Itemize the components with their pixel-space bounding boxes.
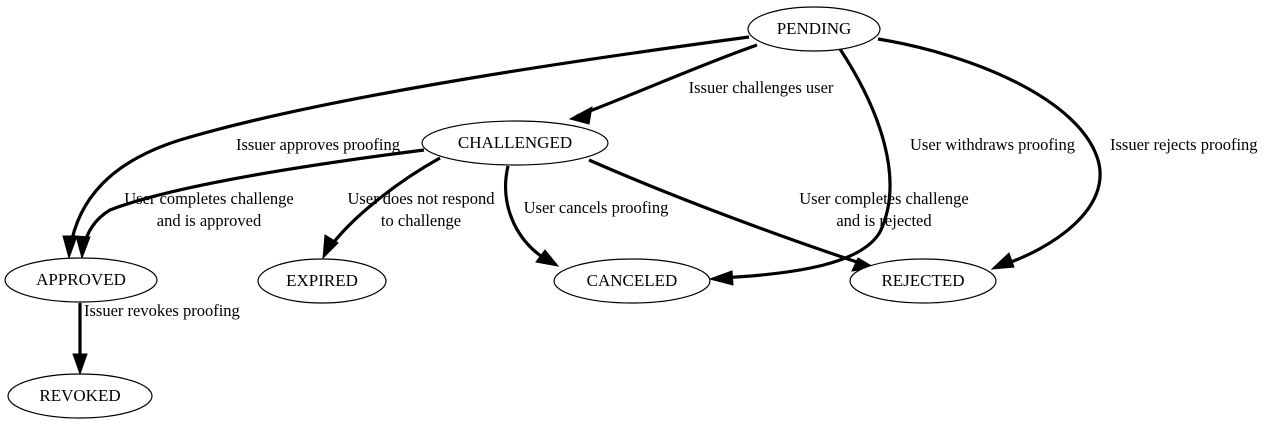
node-rejected[interactable]: REJECTED — [849, 258, 997, 304]
edge-pending-canceled[interactable] — [708, 48, 892, 286]
edge-path-pending-canceled — [718, 48, 892, 280]
edge-label-user-completes-challenge-approved: User completes challenge and is approved — [124, 189, 294, 230]
edge-path-challenged-rejected — [588, 158, 867, 267]
svg-text:User completes challenge: User completes challenge — [799, 189, 969, 208]
edge-challenged-canceled[interactable] — [504, 165, 560, 267]
node-expired-ellipse — [257, 258, 387, 304]
node-rejected-label: REJECTED — [881, 271, 964, 290]
node-expired[interactable]: EXPIRED — [257, 258, 387, 304]
nodes-layer: PENDING CHALLENGED APPROVED EXPIRED CANC… — [4, 6, 997, 419]
svg-text:and is approved: and is approved — [157, 211, 262, 230]
edge-path-challenged-canceled — [504, 165, 551, 264]
edge-path-pending-rejected — [877, 37, 1102, 268]
arrowhead-pending-challenged — [568, 106, 593, 125]
edge-challenged-expired[interactable] — [322, 156, 441, 260]
node-revoked-ellipse — [7, 373, 153, 419]
node-challenged-label: CHALLENGED — [458, 133, 572, 152]
node-challenged-ellipse — [421, 120, 609, 166]
svg-text:to challenge: to challenge — [381, 211, 461, 230]
node-approved-label: APPROVED — [36, 270, 126, 289]
node-pending[interactable]: PENDING — [747, 6, 881, 52]
node-canceled-ellipse — [553, 258, 711, 304]
arrowhead-pending-rejected — [990, 252, 1015, 270]
node-pending-ellipse — [747, 6, 881, 52]
edge-label-user-does-not-respond: User does not respond to challenge — [347, 189, 495, 230]
arrowhead-challenged-expired — [322, 234, 339, 260]
arrowhead-pending-approved — [62, 235, 78, 260]
node-revoked[interactable]: REVOKED — [7, 373, 153, 419]
node-approved[interactable]: APPROVED — [4, 257, 158, 303]
edges-layer — [62, 35, 1102, 376]
node-revoked-label: REVOKED — [39, 386, 120, 405]
edge-label-user-cancels-proofing: User cancels proofing — [524, 198, 669, 217]
svg-text:User completes challenge: User completes challenge — [124, 189, 294, 208]
svg-text:User does not respond: User does not respond — [347, 189, 495, 208]
node-rejected-ellipse — [849, 258, 997, 304]
node-challenged[interactable]: CHALLENGED — [421, 120, 609, 166]
edge-challenged-approved[interactable] — [75, 148, 425, 260]
node-canceled-label: CANCELED — [587, 271, 678, 290]
node-canceled[interactable]: CANCELED — [553, 258, 711, 304]
edge-label-user-completes-challenge-rejected: User completes challenge and is rejected — [799, 189, 969, 230]
edge-label-issuer-rejects-proofing: Issuer rejects proofing — [1110, 135, 1258, 154]
arrowhead-challenged-canceled — [535, 249, 560, 267]
arrowhead-approved-revoked — [72, 353, 88, 376]
node-pending-label: PENDING — [777, 19, 852, 38]
edge-path-challenged-approved — [81, 148, 425, 250]
edge-label-issuer-approves-proofing: Issuer approves proofing — [236, 135, 400, 154]
arrowhead-pending-canceled — [708, 270, 734, 286]
node-approved-ellipse — [4, 257, 158, 303]
edge-path-pending-challenged — [576, 43, 758, 118]
node-expired-label: EXPIRED — [286, 271, 358, 290]
edge-label-user-withdraws-proofing: User withdraws proofing — [910, 135, 1075, 154]
edge-path-pending-approved — [68, 35, 750, 250]
arrowhead-challenged-approved — [75, 235, 91, 260]
edge-path-challenged-expired — [326, 156, 441, 251]
edge-label-issuer-challenges-user: Issuer challenges user — [689, 78, 834, 97]
edge-pending-challenged[interactable] — [568, 43, 758, 125]
edge-pending-rejected[interactable] — [877, 37, 1102, 270]
edge-label-issuer-revokes-proofing: Issuer revokes proofing — [84, 301, 240, 320]
svg-text:and is rejected: and is rejected — [836, 211, 932, 230]
edge-pending-approved[interactable] — [62, 35, 750, 260]
edge-approved-revoked[interactable] — [72, 303, 88, 376]
edge-labels-layer: Issuer challenges user Issuer approves p… — [84, 78, 1258, 320]
